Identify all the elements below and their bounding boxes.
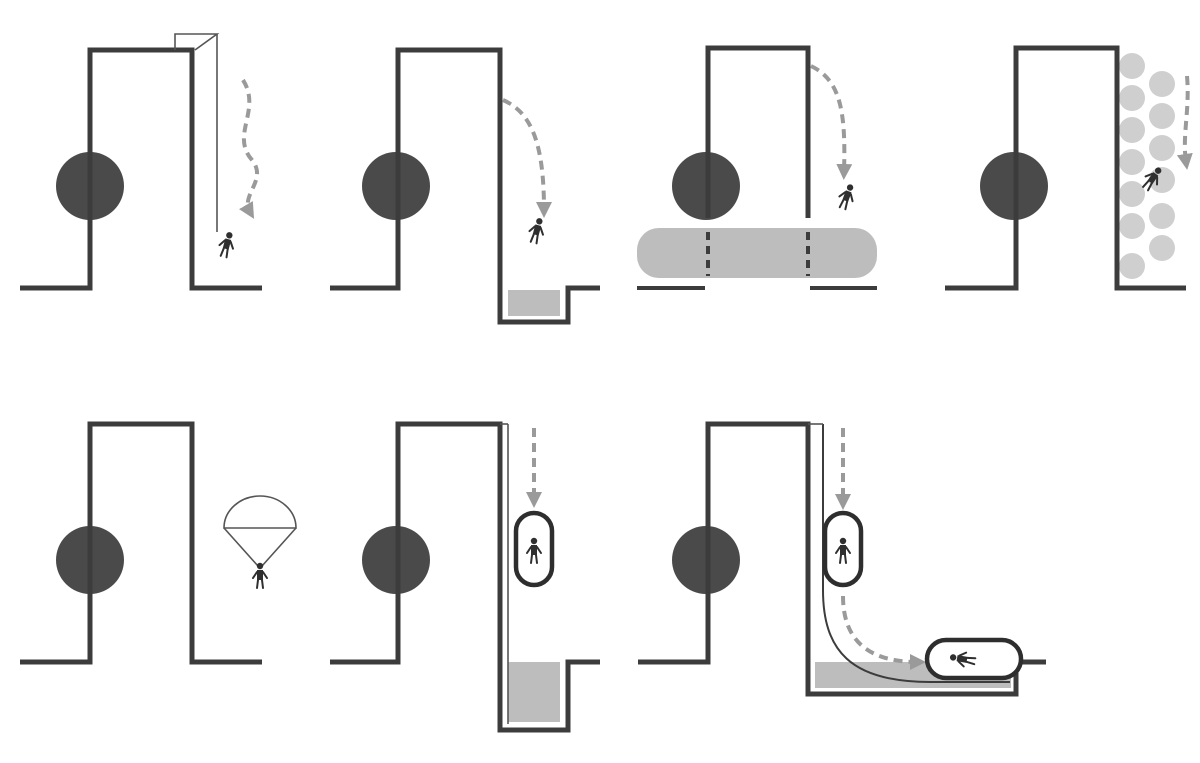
panel-vertical-capsule-chute: [330, 421, 600, 733]
water-pool: [508, 662, 560, 722]
fall-path-arrow: [502, 98, 552, 218]
chute-rail: [822, 424, 1010, 683]
building-outline: [945, 45, 1186, 291]
parachute: [223, 495, 297, 567]
davit-frame: [174, 33, 220, 51]
panel-ball-column: [945, 45, 1193, 291]
panel-water-pit: [330, 47, 600, 325]
inflatable-cushion: [637, 228, 877, 278]
building-outline: [20, 421, 262, 665]
fall-path-arrow: [1176, 75, 1193, 170]
panel-curved-capsule-chute: [638, 421, 1046, 697]
panel-rope-descent: [20, 33, 262, 291]
evacuee-figure: [834, 181, 859, 212]
building-outline: [330, 421, 600, 733]
panel-parachute: [20, 421, 297, 665]
evacuee-figure: [525, 215, 548, 246]
ball-column: [1119, 53, 1175, 279]
building-outline: [330, 47, 600, 325]
fall-path-arrow: [810, 64, 853, 180]
panel-inflatable-cushion: [637, 45, 877, 290]
evacuee-figure: [252, 561, 268, 589]
fall-path-arrow-curved: [841, 595, 926, 670]
evacuee-figure: [215, 229, 238, 260]
water-pool: [508, 290, 560, 316]
building-outline: [20, 47, 262, 291]
fall-path-arrow: [239, 78, 260, 219]
building-outline: [705, 45, 811, 218]
